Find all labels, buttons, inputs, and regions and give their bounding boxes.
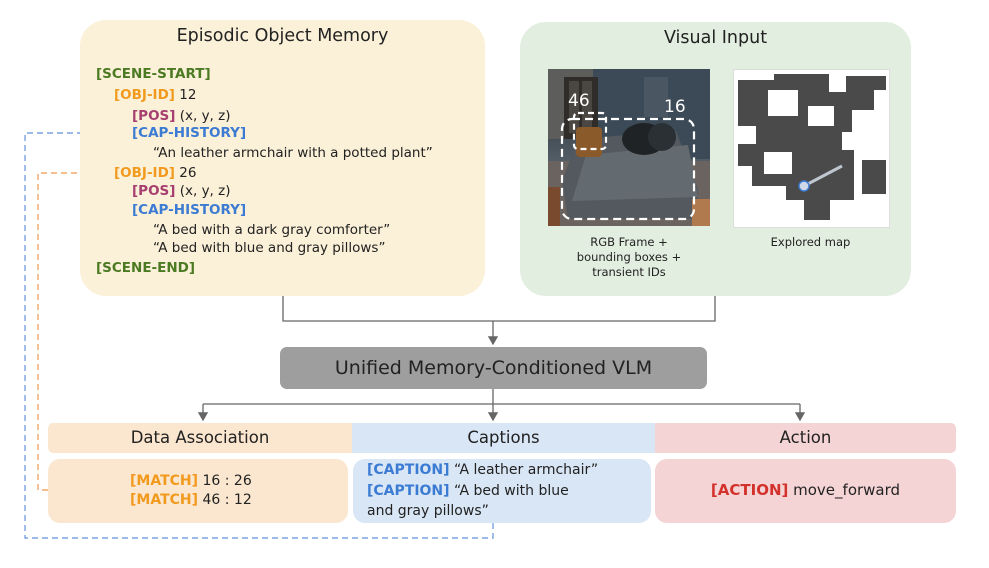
obj-id-value: 12 [174, 87, 197, 103]
match-line: [MATCH] 16 : 26 [130, 473, 252, 489]
action-header: Action [655, 423, 956, 453]
data-association-header: Data Association [48, 423, 352, 453]
scene-start-line: [SCENE-START] [96, 66, 211, 82]
pos-line: [POS] (x, y, z) [132, 183, 231, 199]
caption-tag: [CAPTION] [367, 462, 450, 478]
action-tag: [ACTION] [710, 481, 789, 499]
action-line: [ACTION] move_forward [655, 481, 956, 499]
obj-id-line: [OBJ-ID] 26 [114, 165, 196, 181]
action-box: [ACTION] move_forward [655, 459, 956, 523]
match-line: [MATCH] 46 : 12 [130, 492, 252, 508]
bedroom-scene-illustration [548, 69, 710, 226]
vlm-split-line [203, 389, 800, 405]
occupancy-map-illustration [738, 74, 886, 220]
cap-history-line: [CAP-HISTORY] [132, 202, 246, 218]
explored-map-image [733, 69, 890, 228]
caption-line: [CAPTION] “A bed with blue [367, 483, 569, 499]
match-tag: [MATCH] [130, 473, 199, 489]
pos-tag: [POS] [132, 183, 176, 199]
data-association-box: [MATCH] 16 : 26 [MATCH] 46 : 12 [48, 459, 348, 523]
transient-id-46: 46 [568, 91, 590, 111]
caption-history-item: “A bed with blue and gray pillows” [153, 240, 386, 256]
match-tag: [MATCH] [130, 492, 199, 508]
caption-history-item: “A bed with a dark gray comforter” [153, 222, 391, 238]
caption-line: [CAPTION] “A leather armchair” [367, 462, 599, 478]
captions-header: Captions [352, 423, 655, 453]
pos-line: [POS] (x, y, z) [132, 108, 231, 124]
obj-id-value: 26 [174, 165, 197, 181]
cap-history-line: [CAP-HISTORY] [132, 125, 246, 141]
vlm-box: Unified Memory-Conditioned VLM [280, 347, 707, 389]
caption-history-item: “An leather armchair with a potted plant… [153, 145, 433, 161]
caption-tag: [CAPTION] [367, 483, 450, 499]
memory-to-vlm-line [282, 296, 716, 322]
obj-id-line: [OBJ-ID] 12 [114, 87, 196, 103]
scene-end-tag: [SCENE-END] [96, 260, 196, 276]
cap-history-tag: [CAP-HISTORY] [132, 125, 247, 141]
cap-history-tag: [CAP-HISTORY] [132, 202, 247, 218]
explored-map-caption: Explored map [770, 235, 851, 249]
rgb-frame-image: 46 16 [548, 69, 710, 226]
transient-id-16: 16 [664, 97, 686, 117]
pos-value: (x, y, z) [175, 183, 231, 199]
obj-id-tag: [OBJ-ID] [114, 87, 175, 103]
rgb-frame-caption: RGB Frame + bounding boxes + transient I… [576, 235, 682, 279]
visual-title: Visual Input [663, 28, 768, 48]
caption-line-continued: and gray pillows” [367, 503, 489, 519]
episodic-memory-panel: Episodic Object Memory [80, 20, 485, 296]
obj-id-tag: [OBJ-ID] [114, 165, 175, 181]
scene-start-tag: [SCENE-START] [96, 66, 211, 82]
memory-title: Episodic Object Memory [176, 26, 389, 46]
pos-value: (x, y, z) [175, 108, 231, 124]
pos-tag: [POS] [132, 108, 176, 124]
action-value: move_forward [788, 481, 901, 499]
scene-end-line: [SCENE-END] [96, 260, 195, 276]
captions-box: [CAPTION] “A leather armchair” [CAPTION]… [353, 459, 651, 523]
